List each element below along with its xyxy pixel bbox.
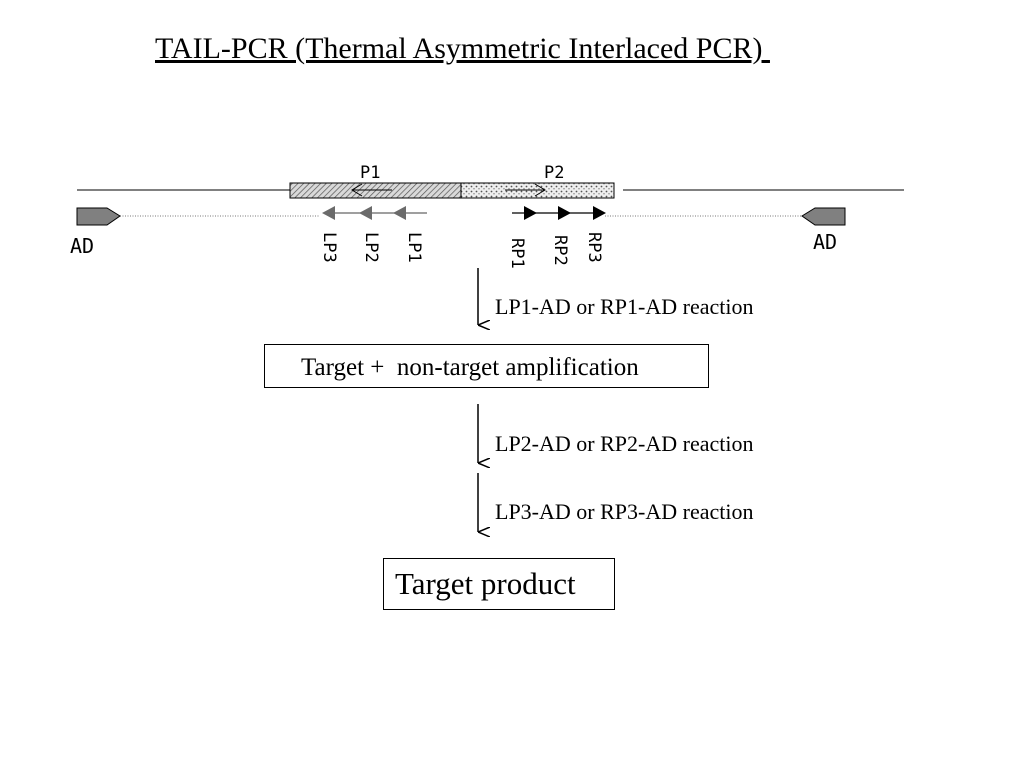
ad-block-right-icon: [801, 207, 846, 226]
rp2-arrowhead-icon: [558, 206, 571, 220]
lp1-arrowhead-icon: [393, 206, 406, 220]
step3-label: LP3-AD or RP3-AD reaction: [495, 499, 754, 524]
rp2-label: RP2: [550, 235, 570, 266]
lp3-arrowhead-icon: [322, 206, 335, 220]
rp1-label: RP1: [507, 238, 527, 269]
amplification-box: Target + non-target amplification: [264, 344, 709, 388]
lp1-label: LP1: [404, 232, 424, 263]
p1-label: P1: [360, 163, 380, 183]
target-product-label: Target product: [395, 566, 576, 601]
p1-arrow-icon: [351, 183, 392, 197]
ad-block-left-icon: [76, 207, 121, 226]
lp3-label: LP3: [319, 232, 339, 263]
rp3-label: RP3: [584, 232, 604, 263]
step1-label: LP1-AD or RP1-AD reaction: [495, 294, 754, 319]
p2-arrow-icon: [505, 183, 546, 197]
rp3-arrowhead-icon: [593, 206, 606, 220]
step2-label: LP2-AD or RP2-AD reaction: [495, 431, 754, 456]
lp2-label: LP2: [361, 232, 381, 263]
target-product-box: Target product: [383, 558, 615, 610]
page-title: TAIL-PCR (Thermal Asymmetric Interlaced …: [155, 32, 770, 65]
ad-label-right: AD: [813, 230, 837, 254]
lp2-arrowhead-icon: [359, 206, 372, 220]
rp1-arrowhead-icon: [524, 206, 537, 220]
ad-label-left: AD: [70, 234, 94, 258]
p2-label: P2: [544, 163, 564, 183]
amplification-box-label: Target + non-target amplification: [301, 354, 639, 381]
